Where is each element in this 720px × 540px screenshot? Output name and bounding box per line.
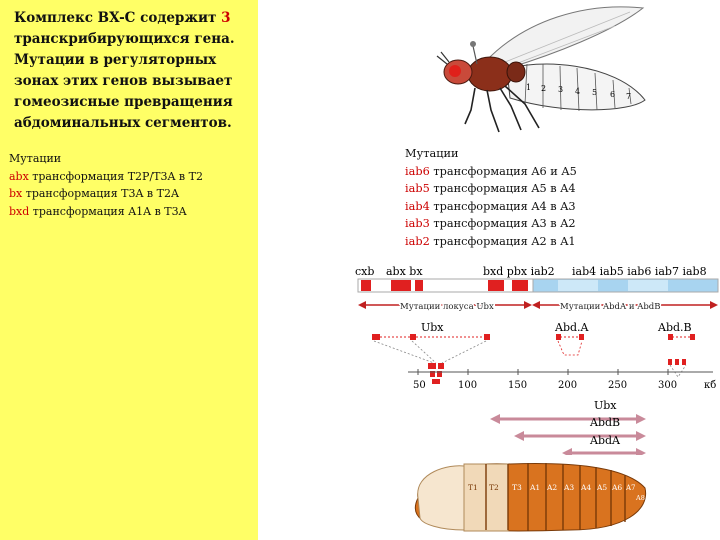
scale-tick: 250	[608, 380, 627, 391]
region-label-iab: iab4 iab5 iab6 iab7 iab8	[572, 265, 707, 278]
abdb-exon	[675, 359, 679, 365]
region-label-abx-bx: abx bx	[386, 265, 423, 278]
mutation-desc: трансформация A2 в A1	[430, 235, 576, 248]
right-mutation-list: Мутации iab6 трансформация A6 и A5 iab5 …	[405, 145, 577, 250]
larva-segment: A6	[611, 483, 622, 492]
gene-name-abdb: Abd.B	[657, 321, 692, 334]
slide-title: Комплекс BX-C содержит 3 транскрибирующи…	[14, 8, 264, 134]
title-part2: транскрибирующихся гена. Мутации в регул…	[14, 31, 235, 131]
arrow-abd-label: Мутации AbdA и AbdB	[560, 302, 660, 312]
segment-number: 6	[610, 90, 615, 99]
larva-segment: A5	[596, 483, 607, 492]
larva-segment: T2	[489, 483, 499, 492]
title-part1: Комплекс BX-C содержит	[14, 10, 221, 26]
region-label-bxd: bxd pbx iab2	[483, 265, 555, 278]
larva-segment: A8	[635, 494, 645, 502]
gene-name-ubx: Ubx	[421, 321, 444, 334]
lesion-mark	[361, 280, 371, 291]
larva-segment: A3	[563, 483, 574, 492]
larva-illustration: T1 T2 T3 A1 A2 A3 A4 A5 A6 A7 A8	[400, 458, 650, 538]
mutation-desc: трансформация A1A в T3A	[29, 205, 186, 218]
abdb-exon	[668, 359, 672, 365]
mutation-desc: трансформация A6 и A5	[430, 165, 577, 178]
left-mutation-list: Мутации abx трансформация T2P/T3A в T2 b…	[9, 150, 259, 220]
larva-segment: A2	[546, 483, 557, 492]
mutation-name: bxd	[9, 205, 29, 218]
lesion-mark	[512, 280, 528, 291]
domain-label-ubx: Ubx	[594, 399, 617, 412]
gene-map: cxb abx bx bxd pbx iab2 iab4 iab5 iab6 i…	[258, 255, 720, 455]
scale-tick: 150	[508, 380, 527, 391]
scale-tick: 50	[413, 380, 426, 391]
segment-number: 4	[575, 87, 580, 96]
mutation-iab6: iab6 трансформация A6 и A5	[405, 163, 577, 181]
mutation-name: iab4	[405, 200, 430, 213]
mutation-name: iab6	[405, 165, 430, 178]
larva-segment: T1	[468, 483, 478, 492]
mutation-abx: abx трансформация T2P/T3A в T2	[9, 168, 259, 186]
mutation-name: iab5	[405, 182, 430, 195]
ubx-exon	[432, 379, 440, 384]
mutation-desc: трансформация T3A в T2A	[22, 187, 179, 200]
scale-tick: кб	[704, 380, 716, 391]
larva-segment: T3	[512, 483, 522, 492]
domain-label-abda: AbdA	[589, 434, 621, 447]
mutation-name: iab3	[405, 217, 430, 230]
segment-number: 5	[592, 88, 597, 97]
scale-tick: 100	[458, 380, 477, 391]
mutation-desc: трансформация A3 в A2	[430, 217, 576, 230]
region-label-cxb: cxb	[355, 265, 374, 278]
larva-segment: A1	[529, 483, 540, 492]
mutation-desc: трансформация A5 в A4	[430, 182, 576, 195]
scale-tick: 300	[658, 380, 677, 391]
gene-name-abda: Abd.A	[554, 321, 590, 334]
lesion-mark	[488, 280, 504, 291]
mutation-iab5: iab5 трансформация A5 в A4	[405, 180, 577, 198]
segment-number: 2	[541, 84, 546, 93]
right-mutation-header: Мутации	[405, 145, 577, 163]
mutation-iab3: iab3 трансформация A3 в A2	[405, 215, 577, 233]
map-bar-left	[358, 279, 533, 292]
region-block	[628, 280, 668, 291]
mutation-name: iab2	[405, 235, 430, 248]
segment-number: 1	[526, 83, 531, 92]
arrow-ubx-label: Мутации локуса Ubx	[400, 302, 494, 312]
region-block	[558, 280, 598, 291]
ubx-exon	[438, 363, 444, 369]
segment-number: 7	[626, 92, 631, 101]
mutation-bxd: bxd трансформация A1A в T3A	[9, 203, 259, 221]
fly-segment-numbers: 1 2 3 4 5 6 7	[415, 0, 650, 140]
scale-tick: 200	[558, 380, 577, 391]
abdb-exon	[682, 359, 686, 365]
mutation-name: bx	[9, 187, 22, 200]
left-mutation-header: Мутации	[9, 150, 259, 168]
larva-segment: A4	[580, 483, 591, 492]
larva-head	[418, 466, 464, 530]
title-count: 3	[221, 10, 230, 26]
lesion-mark	[391, 280, 411, 291]
larva-segment: A7	[625, 484, 636, 492]
mutation-desc: трансформация T2P/T3A в T2	[29, 170, 203, 183]
mutation-bx: bx трансформация T3A в T2A	[9, 185, 259, 203]
mutation-name: abx	[9, 170, 29, 183]
mutation-iab2: iab2 трансформация A2 в A1	[405, 233, 577, 251]
mutation-desc: трансформация A4 в A3	[430, 200, 576, 213]
domain-label-abdb: AbdB	[589, 416, 620, 429]
segment-number: 3	[558, 85, 563, 94]
mutation-iab4: iab4 трансформация A4 в A3	[405, 198, 577, 216]
lesion-mark	[415, 280, 423, 291]
ubx-exon	[428, 363, 436, 369]
